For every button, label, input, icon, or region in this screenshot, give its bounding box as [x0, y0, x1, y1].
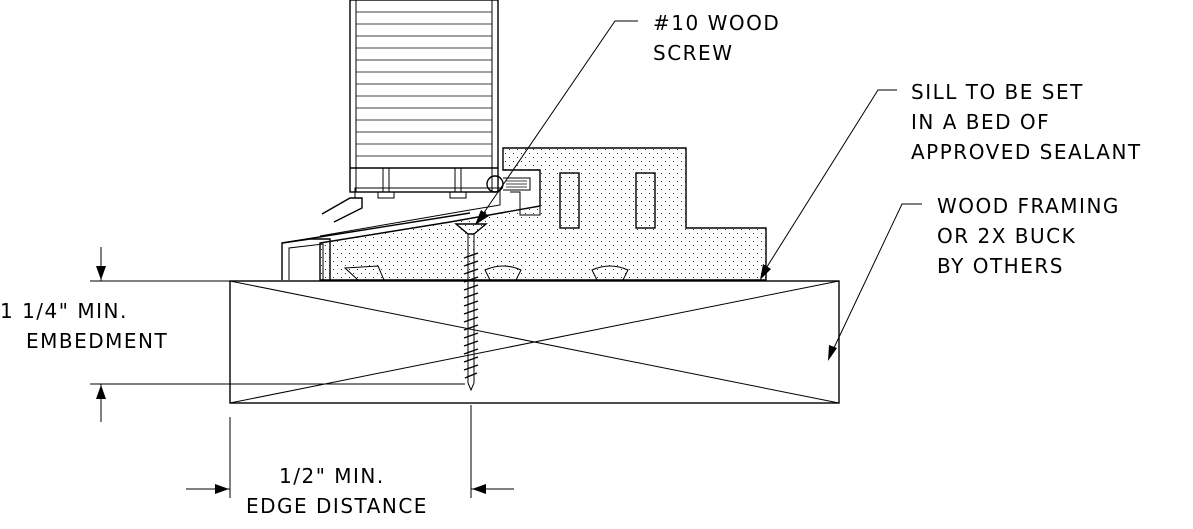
- glazed-panel: [349, 0, 499, 199]
- edge-label-line1: 1/2" MIN.: [279, 464, 385, 488]
- edge-distance-dimension: [186, 405, 514, 498]
- embedment-label-line1: 1 1/4" MIN.: [0, 299, 128, 323]
- screw-callout-line2: SCREW: [653, 41, 733, 65]
- framing-leader: [828, 203, 922, 361]
- sealant-groove: [591, 265, 629, 281]
- sill-callout-line3: APPROVED SEALANT: [911, 140, 1142, 164]
- embedment-dimension: [90, 247, 465, 422]
- wood-framing-block: [229, 280, 840, 404]
- sealant-groove: [343, 265, 385, 281]
- weep-slot: [559, 172, 580, 229]
- sealant-groove: [484, 265, 522, 281]
- screw-callout-line1: #10 WOOD: [653, 11, 780, 35]
- framing-callout-line2: OR 2X BUCK: [937, 224, 1076, 248]
- sill-leader: [760, 89, 897, 280]
- edge-label-line2: EDGE DISTANCE: [246, 494, 428, 518]
- sill-callout-line1: SILL TO BE SET: [911, 80, 1084, 104]
- weep-slot: [635, 172, 656, 229]
- screw-leader: [475, 20, 638, 225]
- sill-callout-line2: IN A BED OF: [911, 110, 1050, 134]
- framing-callout-line1: WOOD FRAMING: [937, 194, 1120, 218]
- embedment-label-line2: EMBEDMENT: [26, 329, 168, 353]
- sill-extrusion: [281, 187, 503, 280]
- sill-body: [319, 147, 767, 281]
- framing-callout-line3: BY OTHERS: [937, 254, 1064, 278]
